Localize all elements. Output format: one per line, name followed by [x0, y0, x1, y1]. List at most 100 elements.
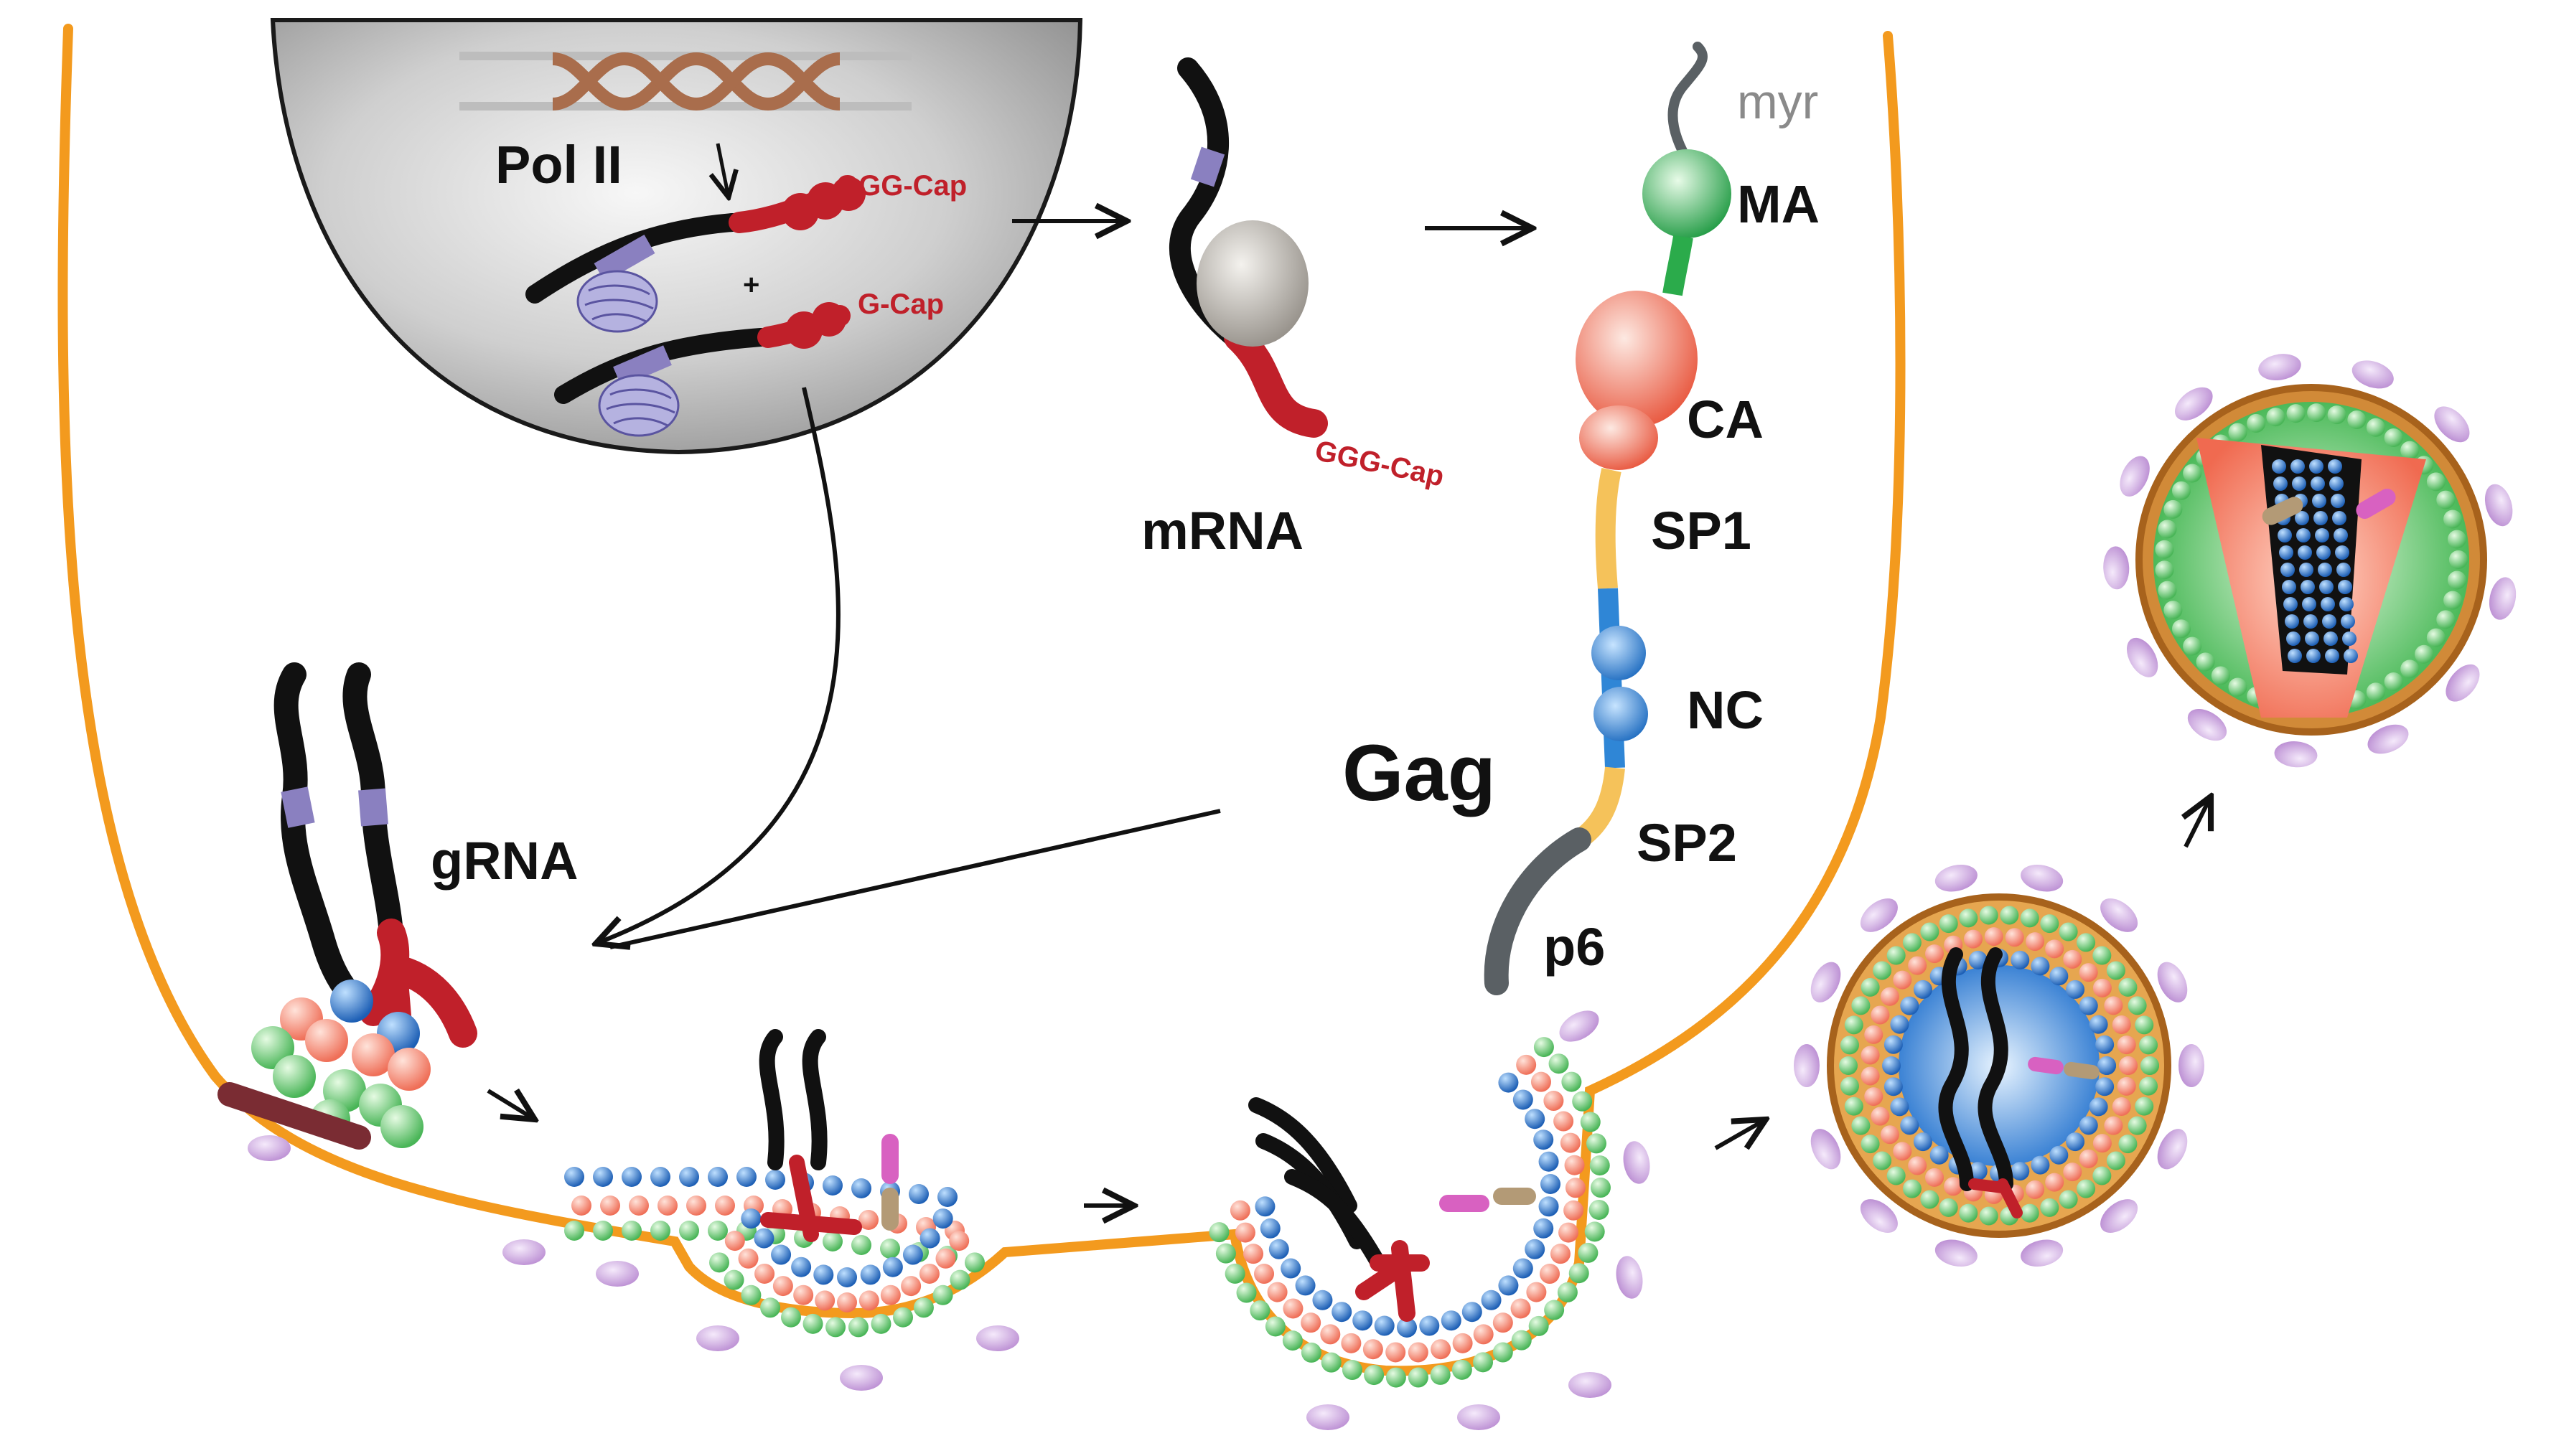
transcript-ggg-cap	[525, 177, 866, 333]
gag-nc-ball	[2095, 1035, 2115, 1054]
gag-nc-ball	[860, 1264, 881, 1285]
protease-dimer-1b	[881, 1188, 899, 1231]
gag-nc-ball	[593, 1167, 613, 1187]
gag-ca-ball	[1944, 1177, 1963, 1196]
gag-nc-ball	[2066, 1132, 2085, 1152]
gag-nc-ball	[1968, 950, 1988, 969]
nc-core-ball	[2323, 631, 2338, 646]
nc-core-ball	[2312, 494, 2326, 508]
gag-ma-ball	[1209, 1222, 1230, 1243]
gag-ma-ball	[2366, 682, 2385, 702]
gag-ma-ball	[2158, 581, 2177, 600]
gag-ma-ball	[1511, 1330, 1532, 1351]
gag-ma-ball	[2077, 933, 2096, 952]
gag-ma-ball	[1588, 1199, 1609, 1220]
gag-ma-ball	[2266, 408, 2285, 427]
gag-ma-ball	[2020, 908, 2039, 928]
gag-ca-ball	[1385, 1342, 1406, 1363]
gag-ca-ball	[2045, 1173, 2064, 1192]
grna-dimer	[251, 662, 477, 1148]
gag-ma-ball	[2183, 637, 2202, 656]
gag-ca-ball	[2045, 939, 2064, 959]
gag-ca-ball	[2079, 1149, 2098, 1168]
gag-ma-ball	[1589, 1155, 1610, 1176]
gag-ma-ball	[2092, 1166, 2112, 1185]
mrna-label: mRNA	[1141, 501, 1304, 560]
gag-nc-ball	[1883, 1077, 1903, 1096]
gag-nc-ball	[1498, 1275, 1519, 1296]
gag-ma-ball	[2443, 509, 2463, 529]
gag-nc-ball	[1913, 980, 1932, 999]
envelope-protein	[2126, 637, 2158, 677]
pol-ii-label: Pol II	[495, 135, 622, 194]
gag-ma-ball	[1851, 1116, 1871, 1135]
g-cap-nucleus-label: G-Cap	[858, 288, 944, 320]
arrow-gag-to-grna	[609, 809, 1221, 949]
gag-nc-ball	[1332, 1302, 1352, 1323]
envelope-protein	[2157, 962, 2188, 1002]
gag-nc-ball	[1882, 1056, 1901, 1075]
gag-ma-ball	[1548, 1053, 1569, 1074]
envelope-protein	[502, 1239, 546, 1265]
gag-ma-ball	[1902, 933, 1922, 952]
envelope-protein	[1860, 1199, 1898, 1233]
gag-nc-ball	[932, 1208, 953, 1229]
gag-ma-ball	[593, 1221, 613, 1241]
gag-nc-ball	[1900, 1116, 1919, 1135]
gag-label: Gag	[1342, 729, 1496, 817]
gag-ca-ball	[919, 1263, 940, 1284]
mature-virion	[2135, 384, 2487, 736]
gag-ca-ball	[1984, 927, 2003, 947]
gag-ca-ball	[1341, 1333, 1362, 1353]
gag-ma-ball	[2163, 499, 2183, 519]
grna-label: gRNA	[431, 831, 579, 891]
gag-ma-ball	[1979, 1206, 1998, 1226]
gag-nc-ball	[2095, 1077, 2115, 1096]
gag-ma-ball	[2286, 404, 2306, 423]
gag-ma-ball-5	[380, 1105, 423, 1148]
nc-label: NC	[1687, 680, 1764, 740]
gag-nc-ball	[2031, 957, 2050, 976]
sp1-label: SP1	[1651, 501, 1751, 560]
envelope-protein	[1810, 1129, 1841, 1170]
envelope-protein	[248, 1135, 291, 1161]
gag-ma-ball	[2448, 530, 2467, 549]
gag-ma-ball	[1572, 1091, 1593, 1112]
envelope-protein	[1934, 864, 1978, 892]
cell-membrane	[57, 24, 1906, 1376]
gag-ma-ball	[2196, 652, 2215, 672]
gag-ma-ball	[1851, 996, 1871, 1015]
gag-ca-ball	[1908, 1156, 1927, 1175]
gag-ma-ball	[2139, 1076, 2158, 1096]
gag-nc-ball	[1260, 1218, 1281, 1239]
gag-ca-ball	[935, 1248, 956, 1269]
nc-core-ball	[2302, 597, 2316, 611]
gag-ma-ball	[1282, 1330, 1303, 1351]
gag-nc-ball	[622, 1167, 642, 1187]
gag-ma-ball	[2155, 560, 2174, 580]
gag-ma-ball-2	[273, 1055, 316, 1098]
gag-ma-ball	[1959, 1203, 1978, 1223]
sp2-label: SP2	[1637, 813, 1737, 873]
gag-nc-ball	[1312, 1290, 1333, 1310]
gag-ca-ball	[715, 1196, 735, 1216]
gag-ma-ball	[1840, 1035, 1859, 1055]
envelope-protein	[2258, 354, 2301, 380]
gag-nc-ball	[937, 1187, 958, 1207]
gag-ma-ball	[1886, 946, 1906, 965]
p6-label: p6	[1543, 917, 1605, 977]
assembly-site-2	[1209, 1037, 1611, 1388]
gag-ma-ball	[1861, 977, 1880, 997]
gag-ca-ball	[2005, 928, 2024, 947]
gag-ma-ball	[1533, 1037, 1554, 1058]
ribosome	[1197, 220, 1309, 347]
nc-core-ball	[2325, 649, 2339, 663]
nc-core-ball	[2309, 459, 2323, 474]
nc-core-ball	[2280, 563, 2295, 577]
gag-ca-ball	[1230, 1200, 1250, 1221]
gag-ca-ball	[1563, 1200, 1584, 1221]
gag-ma-ball	[1844, 1096, 1863, 1116]
gag-ca-ball	[2092, 978, 2112, 997]
gag-nc-ball	[2089, 1015, 2108, 1034]
gag-ma-ball	[2228, 677, 2247, 697]
